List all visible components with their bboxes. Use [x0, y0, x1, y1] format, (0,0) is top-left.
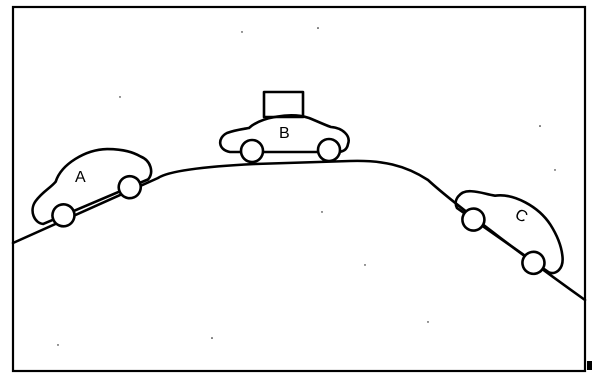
- car-c-front-wheel: [521, 250, 546, 276]
- car-a-rear-wheel: [51, 203, 76, 228]
- scan-specks: [57, 27, 556, 346]
- car-b-rear-wheel: [239, 138, 265, 164]
- car-c-body: [454, 189, 564, 275]
- car-b-body: [218, 114, 350, 154]
- car-a-front-wheel: [117, 174, 143, 200]
- car-c-label: C: [512, 206, 530, 226]
- car-a-label: A: [75, 169, 86, 186]
- corner-mark: [587, 361, 592, 370]
- car-b-cargo-box: [262, 90, 305, 119]
- car-c-rear-wheel: [461, 207, 486, 232]
- car-a-body: [31, 147, 153, 226]
- car-b-label: B: [279, 125, 290, 142]
- car-c: [454, 189, 564, 276]
- car-b: [218, 114, 350, 164]
- hill-curve: [11, 159, 587, 302]
- diagram-frame: [11, 5, 587, 373]
- car-b-front-wheel: [316, 137, 342, 163]
- car-a: [31, 147, 153, 228]
